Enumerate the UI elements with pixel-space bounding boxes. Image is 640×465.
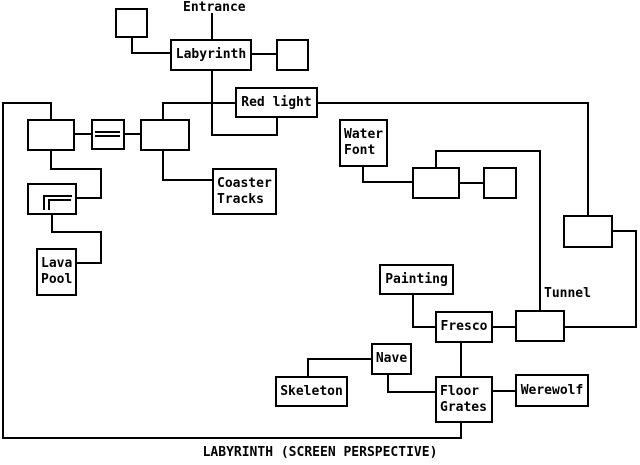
room-label: Labyrinth — [175, 47, 247, 62]
edge-water-font--unlabeled-mid-1 — [362, 167, 412, 183]
room-label-line: Floor — [440, 383, 480, 399]
room-box-nave: Nave — [371, 343, 412, 375]
tunnel-label: Tunnel — [544, 286, 591, 301]
room-box-werewolf: Werewolf — [515, 374, 589, 407]
double-bar-icon — [95, 131, 120, 137]
edge-nave--skeleton — [307, 358, 371, 376]
map-caption: LABYRINTH (SCREEN PERSPECTIVE) — [202, 445, 438, 460]
room-box-unlabeled-mid-2 — [483, 167, 517, 199]
edge-unlabeled-west-2--red-light — [162, 102, 235, 119]
room-box-unlabeled-west-2 — [140, 119, 190, 151]
room-box-tunnel-room — [515, 310, 565, 342]
room-label-line: Pool — [41, 272, 73, 287]
edge-unlabeled-nw--labyrinth — [131, 38, 170, 54]
room-box-double-door — [91, 119, 125, 150]
edge-corner-room--lava-pool — [51, 215, 102, 264]
edge-unlabeled-west-1--corner-room — [50, 151, 102, 199]
room-label: Nave — [375, 351, 408, 366]
room-box-skeleton: Skeleton — [275, 376, 348, 407]
room-box-painting: Painting — [379, 264, 454, 295]
room-box-red-light: Red light — [235, 87, 318, 118]
edge-unlabeled-west-2--coaster-tracks — [162, 151, 212, 181]
room-label: Skeleton — [280, 383, 343, 399]
room-box-unlabeled-mid-1 — [412, 167, 460, 199]
entrance-label: Entrance — [183, 0, 246, 15]
room-label-line: Water — [344, 127, 384, 142]
room-box-unlabeled-ne — [276, 39, 309, 71]
room-label-line: Grates — [440, 399, 487, 415]
edge-nave--floor-grates — [387, 375, 435, 393]
room-box-unlabeled-nw — [115, 8, 148, 38]
room-box-unlabeled-east — [563, 215, 613, 248]
room-label-line: Tracks — [217, 191, 264, 207]
room-label-line: Font — [344, 143, 376, 158]
edge-painting--fresco — [412, 295, 435, 328]
edge-unlabeled-west-1--floor-grates — [2, 102, 462, 439]
room-box-corner-room — [27, 183, 77, 215]
room-box-fresco: Fresco — [435, 311, 493, 343]
double-corner-icon — [43, 195, 72, 210]
edge-unlabeled-mid-1--tunnel-room — [435, 150, 541, 310]
edge-red-light--unlabeled-east — [318, 102, 589, 215]
room-box-labyrinth: Labyrinth — [170, 39, 252, 71]
room-label: Werewolf — [520, 382, 584, 398]
room-box-unlabeled-west-1 — [27, 119, 75, 151]
room-label: Red light — [241, 94, 312, 110]
edge-unlabeled-east--tunnel-room — [565, 230, 637, 328]
room-label: Fresco — [440, 319, 488, 334]
room-label: Painting — [385, 271, 448, 287]
room-label-line: Lava — [41, 256, 73, 271]
room-label-line: Coaster — [217, 175, 272, 191]
